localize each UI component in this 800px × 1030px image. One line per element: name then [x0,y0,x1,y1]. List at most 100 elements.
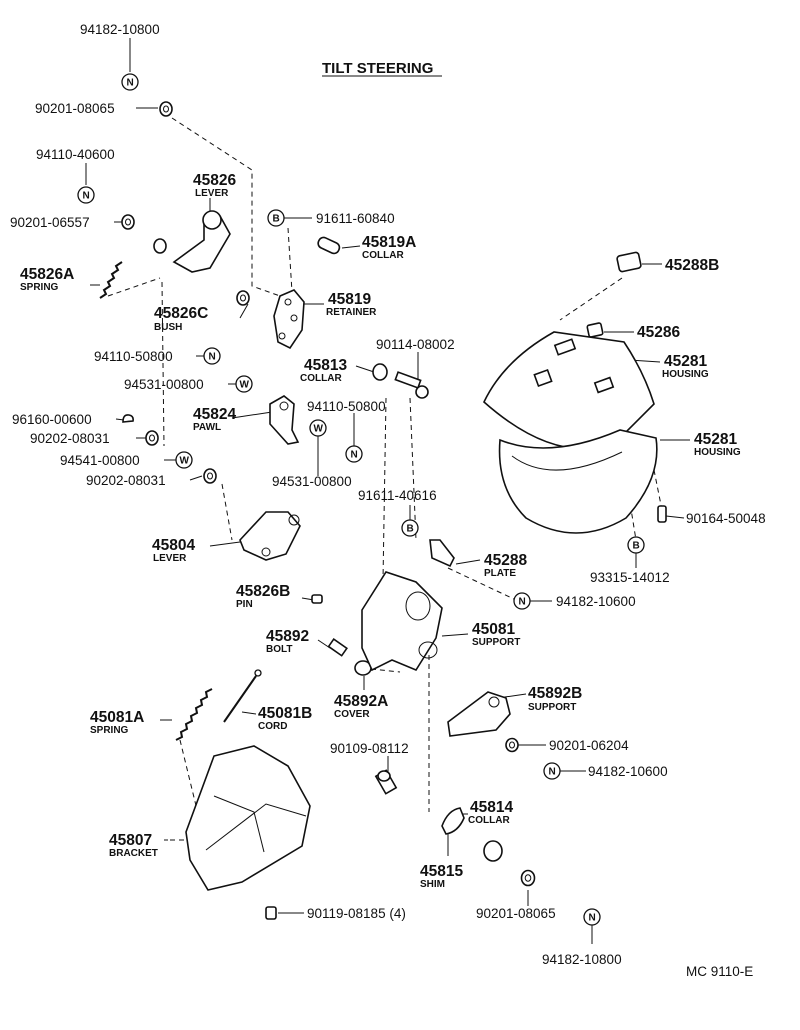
part-number-label: 45826 [193,172,236,189]
part-number-label: 45892B [528,685,582,702]
part-number-label: 45815 [420,863,463,880]
part-name-label: LEVER [153,553,187,564]
part-name-label: HOUSING [662,369,709,380]
spring-45826a [99,261,123,299]
part-name-label: COLLAR [362,250,404,261]
marker-w: W [235,375,253,393]
svg-text:B: B [633,541,640,552]
retainer-45819 [273,289,305,350]
pawl-45824 [269,395,300,445]
marker-n: N [77,186,95,204]
collar-part [153,238,167,254]
part-number-label: 90201-06557 [10,215,90,230]
part-number-label: 90114-08002 [376,337,455,352]
part-number-label: 45281 [694,431,737,448]
part-number-label: 90202-08031 [86,473,166,488]
part-number-label: 45286 [637,324,680,341]
pin-part [311,594,323,604]
part-number-label: 94182-10800 [542,952,622,967]
part-number-label: 45807 [109,832,152,849]
svg-text:W: W [180,456,190,467]
part-number-label: 94182-10600 [556,594,636,609]
small-hardware [121,101,667,920]
nut-part [520,869,536,887]
part-number-label: 45826C [154,305,208,322]
bolt-part [394,371,429,399]
cap-45286 [586,322,604,338]
part-name-label: PAWL [193,422,221,433]
collar-part [317,236,341,255]
part-name-label: PIN [236,599,253,610]
part-name-label: PLATE [484,568,516,579]
nut-part [121,214,135,230]
nut-part [159,101,173,117]
part-number-label: 45081B [258,705,312,722]
marker-n: N [583,908,601,926]
part-number-label: 45824 [193,406,236,423]
part-number-label: 90201-08065 [35,101,115,116]
part-name-label: COLLAR [468,815,510,826]
part-number-label: 45081A [90,709,144,726]
part-name-label: HOUSING [694,447,741,458]
nut-part [145,430,159,446]
part-labels: 94182-10800 90201-08065 94110-40600 9020… [10,22,766,967]
part-number-label: 94110-50800 [94,349,173,364]
lever-45826 [172,210,231,273]
marker-b: B [401,519,419,537]
svg-text:N: N [589,913,596,924]
part-number-label: 45804 [152,537,195,554]
part-name-label: RETAINER [326,307,377,318]
spring-45081a [175,688,213,741]
bolt-part [327,638,348,657]
nut-part [505,737,519,753]
drawing-code: MC 9110-E [686,964,753,979]
plate-45288 [429,539,455,568]
support-45892b [447,691,511,737]
part-number-label: 94110-50800 [307,399,386,414]
svg-text:N: N [209,352,216,363]
housing-45281-lower [498,429,658,534]
part-number-label: 45826A [20,266,74,283]
svg-text:W: W [240,380,250,391]
screw-part [265,906,277,920]
bracket-45807 [185,745,311,891]
nut-part [236,290,250,306]
support-45081 [361,571,443,672]
collar-part [372,363,388,381]
part-name-label: COLLAR [300,373,342,384]
part-name-label: CORD [258,721,287,732]
svg-text:N: N [127,78,134,89]
part-name-label: COVER [334,709,370,720]
part-number-label: 45892A [334,693,388,710]
part-name-label: LEVER [195,188,229,199]
part-name-label: SPRING [20,282,59,293]
part-number-label: 90109-08112 [330,741,409,756]
part-number-label: 45813 [304,357,347,374]
part-number-label: 96160-00600 [12,412,92,427]
svg-text:N: N [549,767,556,778]
part-number-label: 93315-14012 [590,570,670,585]
part-name-label: SPRING [90,725,129,736]
marker-n: N [203,347,221,365]
part-number-label: 45826B [236,583,290,600]
part-number-label: 91611-40616 [358,488,437,503]
lever-45804 [239,511,301,561]
part-name-label: BUSH [154,322,182,333]
svg-text:N: N [519,597,526,608]
part-number-label: 94531-00800 [272,474,352,489]
part-number-label: 94541-00800 [60,453,140,468]
part-number-label: 90164-50048 [686,511,766,526]
marker-w: W [309,419,327,437]
cap-45288b [616,251,642,273]
part-number-label: 94110-40600 [36,147,115,162]
part-number-label: 45819 [328,291,371,308]
part-name-label: SUPPORT [528,702,576,713]
svg-text:B: B [273,214,280,225]
part-number-label: 90201-08065 [476,906,556,921]
part-name-label: SUPPORT [472,637,520,648]
housing-45281-upper [483,331,655,450]
marker-n: N [513,592,531,610]
part-number-label: 45288B [665,257,719,274]
part-number-label: 45288 [484,552,527,569]
